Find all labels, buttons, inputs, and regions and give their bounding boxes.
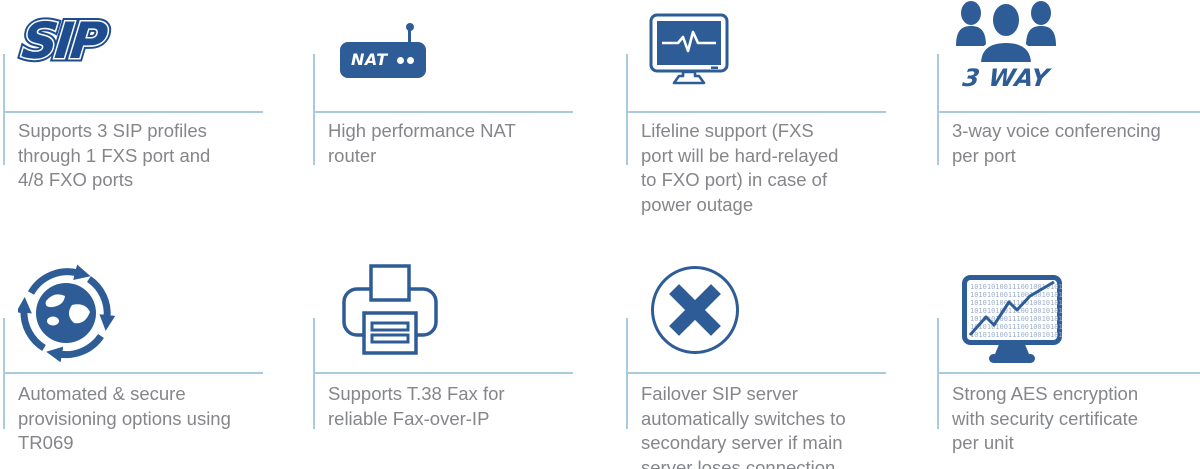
divider-horizontal	[937, 372, 1200, 374]
feature-text-sip: Supports 3 SIP profiles through 1 FXS po…	[18, 120, 211, 190]
nat-label: NAT	[351, 50, 388, 69]
feature-card-sip: SIP SIP SIP Supports 3 SIP profiles thro…	[0, 0, 310, 235]
svg-text:101010100111001001010101: 101010100111001001010101	[970, 315, 1062, 323]
nat-router-icon: NAT	[340, 23, 426, 78]
x-circle-icon	[651, 266, 739, 354]
antenna	[408, 28, 411, 43]
feature-card-nat: NAT High performance NAT router	[310, 0, 623, 235]
svg-text:101010100111001001010101: 101010100111001001010101	[970, 283, 1062, 291]
feature-text-lifeline: Lifeline support (FXS port will be hard-…	[641, 120, 839, 215]
svg-text:101010100111001001010101: 101010100111001001010101	[970, 291, 1062, 299]
divider-horizontal	[313, 372, 573, 374]
feature-card-fax: Supports T.38 Fax for reliable Fax-over-…	[310, 235, 623, 469]
feature-card-failover: Failover SIP server automatically switch…	[623, 235, 934, 469]
divider-horizontal	[937, 111, 1200, 113]
divider-horizontal	[626, 111, 886, 113]
feature-text-encryption: Strong AES encryption with security cert…	[952, 383, 1139, 453]
svg-text:101010100111001001010101: 101010100111001001010101	[970, 331, 1062, 339]
divider-vertical	[626, 54, 628, 165]
3way-label: 3 WAY	[960, 64, 1052, 92]
feature-text-provisioning: Automated & secure provisioning options …	[18, 383, 231, 453]
antenna-dot	[405, 23, 414, 31]
divider-vertical	[937, 54, 939, 165]
divider-vertical	[313, 54, 315, 165]
svg-text:101010100111001001010101: 101010100111001001010101	[970, 299, 1062, 307]
globe-sync-icon	[18, 264, 116, 363]
divider-horizontal	[3, 372, 263, 374]
sip-logo: SIP SIP SIP	[16, 9, 111, 74]
fax-printer-icon	[342, 264, 438, 355]
feature-card-conference: 3 WAY 3-way voice conferencing per port	[934, 0, 1200, 235]
divider-vertical	[3, 54, 5, 165]
feature-card-encryption: 101010100111001001010101 101010100111001…	[934, 235, 1200, 469]
feature-text-conference: 3-way voice conferencing per port	[952, 120, 1161, 166]
divider-horizontal	[313, 111, 573, 113]
feature-text-nat: High performance NAT router	[328, 120, 516, 166]
feature-card-provisioning: Automated & secure provisioning options …	[0, 235, 310, 469]
feature-text-fax: Supports T.38 Fax for reliable Fax-over-…	[328, 383, 505, 429]
group-people-icon	[956, 0, 1056, 64]
monitor-pulse-icon	[649, 13, 729, 85]
binary-monitor-icon: 101010100111001001010101 101010100111001…	[962, 275, 1062, 363]
svg-text:101010100111001001010101: 101010100111001001010101	[970, 323, 1062, 331]
divider-horizontal	[3, 111, 263, 113]
feature-card-lifeline: Lifeline support (FXS port will be hard-…	[623, 0, 934, 235]
divider-horizontal	[626, 372, 886, 374]
feature-text-failover: Failover SIP server automatically switch…	[641, 383, 846, 469]
